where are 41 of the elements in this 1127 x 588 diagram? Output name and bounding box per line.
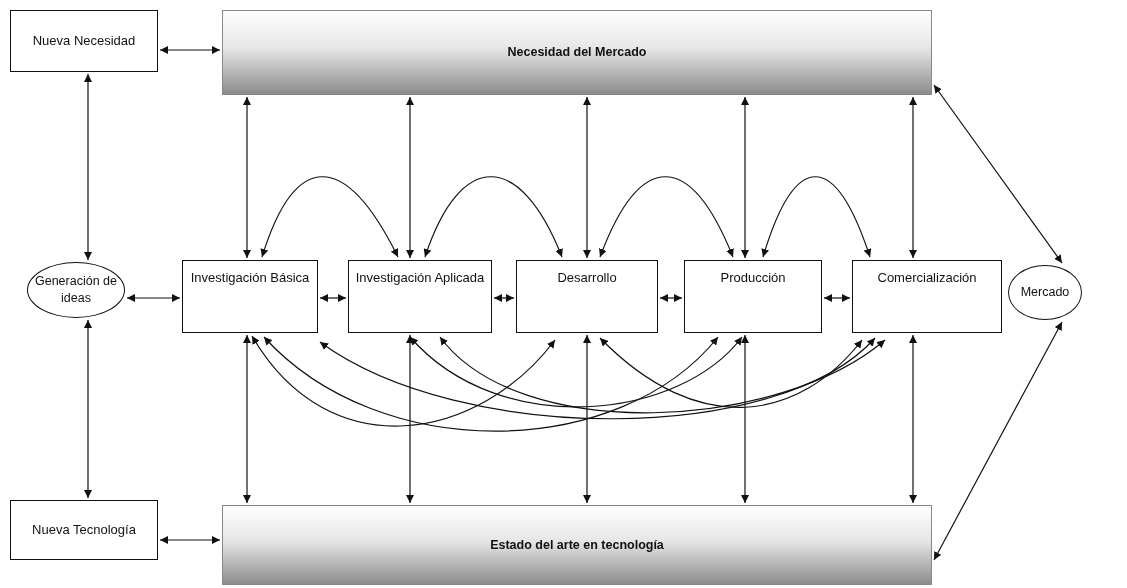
band: Estado del arte en tecnología (222, 505, 932, 585)
curved-arrow (260, 176, 399, 258)
arrow (823, 294, 851, 302)
arrow (909, 334, 917, 504)
curved-arrow (319, 337, 876, 420)
arrow (583, 334, 591, 504)
arrow (741, 334, 749, 504)
text-box: Nueva Tecnología (10, 500, 158, 560)
arrow (406, 334, 414, 504)
arrow (84, 319, 92, 499)
arrow (159, 536, 221, 544)
arrow (909, 96, 917, 259)
process-box: Comercialización (852, 260, 1002, 333)
process-box: Investigación Aplicada (348, 260, 492, 333)
curved-arrow (599, 176, 734, 258)
curved-arrow (251, 335, 556, 427)
arrow (659, 294, 683, 302)
arrow (84, 73, 92, 261)
arrow (933, 321, 1063, 561)
arrow (741, 96, 749, 259)
arrow (159, 46, 221, 54)
ellipse: Generación de ideas (27, 262, 125, 318)
arrow (406, 96, 414, 259)
arrow (493, 294, 515, 302)
process-box: Producción (684, 260, 822, 333)
process-box: Desarrollo (516, 260, 658, 333)
ellipse: Mercado (1008, 265, 1082, 320)
text-box: Nueva Necesidad (10, 10, 158, 72)
process-box: Investigación Básica (182, 260, 318, 333)
curved-arrow (424, 176, 563, 258)
arrow (243, 334, 251, 504)
arrow (583, 96, 591, 259)
curved-arrow (409, 336, 743, 408)
curved-arrow (599, 337, 863, 408)
band: Necesidad del Mercado (222, 10, 932, 95)
arrow (243, 96, 251, 259)
arrow (126, 294, 181, 302)
curved-arrow (263, 336, 719, 432)
arrow (319, 294, 347, 302)
curved-arrow (439, 336, 886, 414)
curved-arrow (761, 176, 872, 258)
